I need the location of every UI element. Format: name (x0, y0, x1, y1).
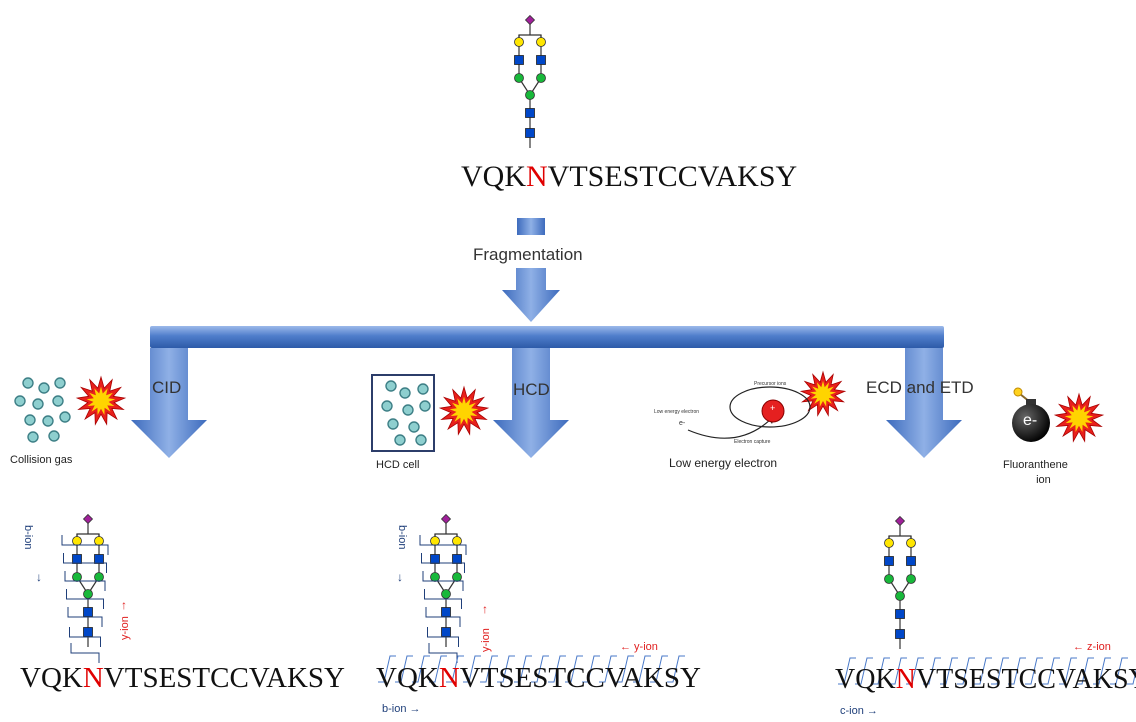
ecd-etd-arrow (886, 348, 962, 458)
glycan-ecd (884, 515, 916, 649)
fragmentation-arrow-main (502, 268, 560, 322)
peptide-fragment-lines-hcd (378, 655, 685, 683)
peptide-sequence-cid: VQKNVTSESTCCVAKSY (20, 662, 345, 694)
sialic-acid-icon (440, 513, 452, 525)
explosion-icon-fluoranthene (1053, 392, 1105, 443)
glycosylation-site: N (82, 662, 104, 694)
y-ion-arrow-peptide-hcd: ← y-ion (620, 641, 658, 653)
distribution-bar (150, 326, 944, 348)
glycan-bracket-lines-cid (61, 535, 109, 663)
sialic-acid-icon (82, 513, 94, 525)
mannose-icon (906, 574, 916, 584)
fragmentation-arrow-top (517, 218, 545, 235)
glcnac-icon (94, 554, 104, 564)
hcd-cell-label: HCD cell (376, 459, 420, 471)
glycosylation-site: N (438, 662, 460, 694)
collision-gas-label: Collision gas (10, 454, 73, 466)
explosion-icon-electron (799, 370, 847, 417)
hcd-arrow (493, 348, 569, 458)
mannose-icon (525, 90, 535, 100)
mannose-icon (430, 572, 440, 582)
glycan-bracket-lines-hcd (419, 535, 467, 663)
glcnac-icon (895, 629, 905, 639)
fluoranthene-bomb-icon (1012, 387, 1050, 442)
mannose-icon (441, 589, 451, 599)
galactose-icon (430, 536, 440, 546)
electron-capture-text: Electron capture (734, 439, 771, 445)
fragmentation-label: Fragmentation (473, 245, 583, 264)
glcnac-icon (525, 108, 535, 118)
galactose-icon (514, 37, 524, 47)
glcnac-icon (906, 556, 916, 566)
y-ion-arrow-cid: ↑ (121, 598, 127, 612)
glycan-cid (72, 513, 104, 647)
glcnac-icon (514, 55, 524, 65)
b-ion-label-hcd: b-ion (396, 525, 408, 550)
precursor-plus: + (770, 403, 776, 413)
inset-e-minus: e- (679, 420, 686, 427)
mannose-icon (94, 572, 104, 582)
mannose-icon (895, 591, 905, 601)
ecd-etd-label: ECD and ETD (866, 378, 974, 397)
cid-arrow (131, 348, 207, 458)
mannose-icon (452, 572, 462, 582)
galactose-icon (536, 37, 546, 47)
y-ion-arrow-hcd: ↑ (482, 602, 488, 616)
glcnac-icon (536, 55, 546, 65)
hcd-label: HCD (513, 380, 550, 399)
mannose-icon (884, 574, 894, 584)
mannose-icon (536, 73, 546, 83)
glcnac-icon (895, 609, 905, 619)
cid-label: CID (152, 378, 182, 397)
peptide-sequence-top: VQKNVTSESTCCVAKSY (461, 160, 798, 193)
precursor-ions-text: Precursor ions (754, 381, 787, 387)
glcnac-icon (884, 556, 894, 566)
electron-symbol: e- (1023, 412, 1038, 429)
galactose-icon (452, 536, 462, 546)
peptide-fragment-lines-ecd (838, 657, 1136, 685)
b-ion-arrow-cid: ↓ (36, 570, 42, 584)
low-energy-electron-label: Low energy electron (669, 456, 778, 470)
glcnac-icon (72, 554, 82, 564)
glycosylation-site: N (526, 160, 548, 193)
y-ion-label-cid: y-ion (119, 616, 131, 640)
galactose-icon (94, 536, 104, 546)
glycan-hcd (430, 513, 462, 647)
galactose-icon (906, 538, 916, 548)
glycan-top (514, 14, 546, 148)
glcnac-icon (441, 627, 451, 637)
mannose-icon (72, 572, 82, 582)
glcnac-icon (430, 554, 440, 564)
explosion-icon-hcd (438, 385, 490, 436)
hcd-cell-icon (371, 374, 435, 452)
galactose-icon (72, 536, 82, 546)
glycosylation-site: N (895, 664, 916, 695)
glcnac-icon (83, 627, 93, 637)
collision-gas-icon (14, 377, 71, 443)
inset-low-energy-electron-text: Low energy electron (654, 409, 700, 415)
glcnac-icon (441, 607, 451, 617)
sialic-acid-icon (894, 515, 906, 527)
sialic-acid-icon (524, 14, 536, 26)
electron-capture-inset (687, 386, 811, 439)
b-ion-label-cid: b-ion (22, 525, 34, 550)
b-ion-arrow-hcd: ↓ (397, 570, 403, 584)
b-ion-arrow-peptide-hcd: b-ion → (382, 703, 421, 715)
y-ion-label-hcd: y-ion (480, 628, 492, 652)
explosion-icon-cid (75, 375, 127, 426)
c-ion-arrow-peptide: c-ion → (840, 705, 878, 717)
z-ion-arrow-peptide: ← z-ion (1073, 641, 1111, 653)
glcnac-icon (525, 128, 535, 138)
galactose-icon (884, 538, 894, 548)
mannose-icon (83, 589, 93, 599)
peptide-sequence-ecd: VQKNVTSESTCCVAKSY (835, 664, 1136, 695)
glcnac-icon (83, 607, 93, 617)
peptide-sequence-hcd: VQKNVTSESTCCVAKSY (376, 662, 701, 694)
glcnac-icon (452, 554, 462, 564)
mannose-icon (514, 73, 524, 83)
